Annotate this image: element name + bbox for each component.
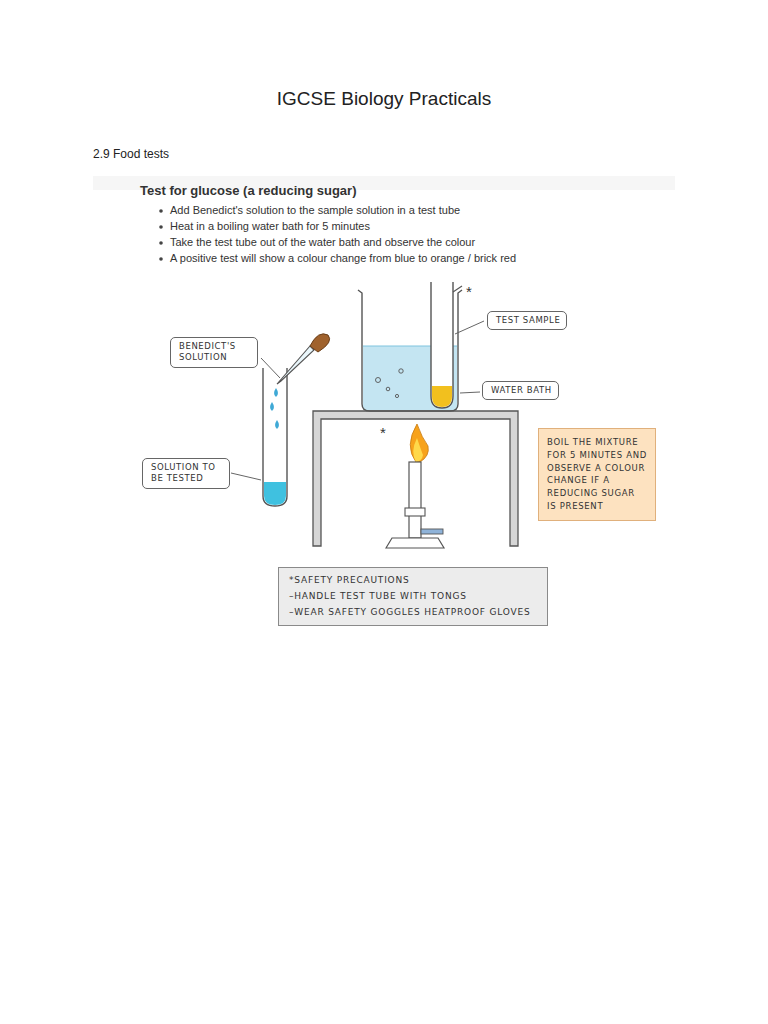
label-tag: SOLUTION TO BE TESTED	[142, 458, 230, 489]
water-bath-beaker	[376, 369, 404, 398]
node-text: –WEAR SAFETY GOGGLES HEATPROOF GLOVES	[289, 605, 537, 621]
step-text: A positive test will show a colour chang…	[170, 252, 516, 264]
step-text: Heat in a boiling water bath for 5 minut…	[170, 220, 370, 232]
bunsen-burner	[410, 424, 428, 462]
bullet-dot	[159, 209, 163, 261]
bunsen-burner	[413, 438, 423, 462]
node-text: WATER BATH	[491, 385, 552, 396]
heated-test-tube	[431, 282, 453, 408]
label-tag: BENEDICT'S SOLUTION	[170, 337, 258, 368]
bunsen-burner	[386, 424, 444, 548]
water-bath-beaker	[399, 369, 403, 373]
node-text: TEST SAMPLE	[496, 315, 560, 326]
leader-line	[231, 321, 484, 480]
water-bath-beaker	[395, 394, 398, 397]
benedicts-drop	[275, 420, 279, 429]
node-text: SOLUTION TO BE TESTED	[151, 462, 223, 485]
water-bath-beaker	[386, 387, 390, 391]
bunsen-burner	[409, 462, 421, 538]
leader-line	[261, 358, 280, 378]
label-tag: TEST SAMPLE	[487, 311, 567, 330]
label-tag: WATER BATH	[482, 381, 559, 400]
node-text: BOIL THE MIXTURE FOR 5 MINUTES AND OBSER…	[547, 436, 647, 513]
bullet-dot	[159, 225, 163, 229]
dropper	[310, 334, 330, 352]
benedicts-drop	[270, 388, 279, 429]
page-title: IGCSE Biology Practicals	[0, 88, 768, 110]
node-text: –HANDLE TEST TUBE WITH TONGS	[289, 589, 537, 605]
heated-test-tube	[432, 386, 452, 407]
bunsen-burner	[386, 538, 444, 548]
benedicts-drop	[270, 402, 274, 411]
water-bath-beaker	[376, 378, 381, 383]
dropper	[277, 334, 330, 384]
tripod	[313, 411, 518, 546]
sample-test-tube	[263, 368, 287, 506]
safety-box: *SAFETY PRECAUTIONS–HANDLE TEST TUBE WIT…	[278, 567, 548, 626]
leader-line	[455, 321, 484, 334]
bullet-dot	[159, 241, 163, 245]
bullet-dot	[159, 209, 163, 213]
node-text: BENEDICT'S SOLUTION	[179, 341, 251, 364]
test-heading: Test for glucose (a reducing sugar)	[140, 183, 356, 198]
bunsen-burner	[405, 508, 425, 516]
safety-mark: *	[466, 283, 472, 300]
heated-test-tube	[431, 282, 462, 408]
bullet-dot	[159, 257, 163, 261]
step-text: Take the test tube out of the water bath…	[170, 236, 475, 248]
safety-mark: *	[380, 424, 386, 441]
dropper	[277, 346, 314, 384]
sample-test-tube	[264, 482, 286, 505]
sample-test-tube	[263, 368, 287, 506]
heated-test-tube	[453, 286, 462, 292]
note-box: BOIL THE MIXTURE FOR 5 MINUTES AND OBSER…	[538, 428, 656, 521]
leader-line	[231, 473, 261, 480]
tripod	[313, 411, 518, 546]
benedicts-drop	[274, 388, 278, 397]
bunsen-burner	[421, 529, 443, 534]
step-text: Add Benedict's solution to the sample so…	[170, 204, 460, 216]
node-text: *SAFETY PRECAUTIONS	[289, 573, 537, 589]
leader-line	[460, 392, 480, 393]
section-heading: 2.9 Food tests	[93, 147, 169, 161]
